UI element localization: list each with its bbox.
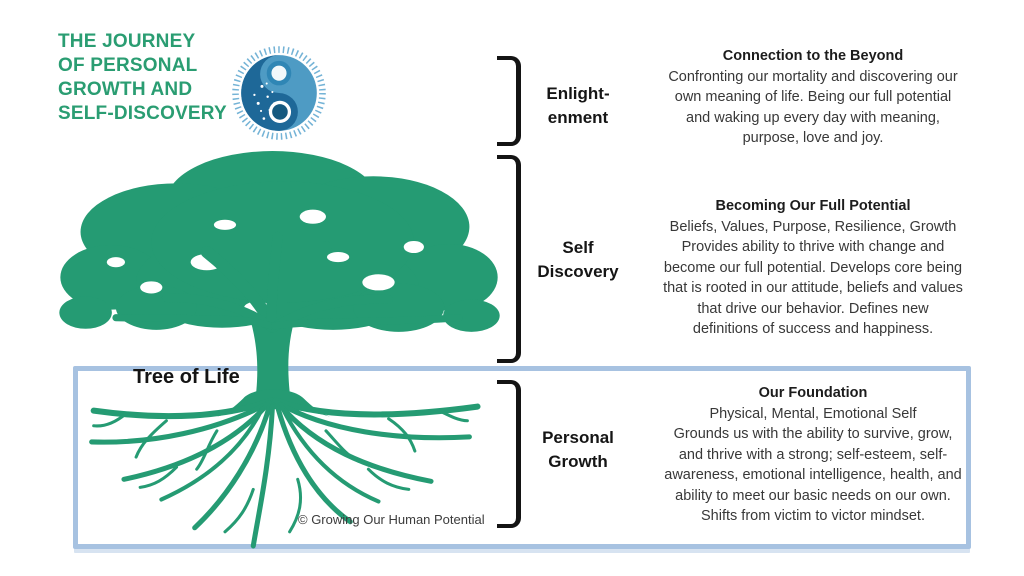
enlightenment-body: Confronting our mortality and discoverin… (668, 68, 958, 147)
personal-growth-text-block: Our Foundation Physical, Mental, Emotion… (622, 383, 1004, 527)
foundation-highlight-box (73, 366, 971, 549)
enlightenment-bracket (497, 56, 521, 146)
self-discovery-text-block: Becoming Our Full Potential Beliefs, Val… (622, 196, 1004, 340)
personal-growth-label: Personal Growth (542, 428, 614, 471)
page-title: THE JOURNEY OF PERSONAL GROWTH AND SELF-… (58, 31, 227, 124)
tree-of-life-label: Tree of Life (133, 366, 240, 388)
personal-growth-bracket (497, 380, 521, 528)
personal-growth-body: Physical, Mental, Emotional Self Grounds… (664, 405, 962, 525)
yin-yang-sun-icon (232, 46, 326, 140)
copyright-note: © Growing Our Human Potential (298, 512, 485, 527)
enlightenment-heading: Connection to the Beyond (722, 48, 904, 64)
self-discovery-body: Beliefs, Values, Purpose, Resilience, Gr… (663, 218, 963, 338)
self-discovery-bracket (497, 155, 521, 363)
self-discovery-heading: Becoming Our Full Potential (715, 198, 911, 214)
self-discovery-label: Self Discovery (537, 238, 619, 281)
enlightenment-text-block: Connection to the Beyond Confronting our… (622, 46, 1004, 149)
tree-of-life-illustration (59, 151, 500, 549)
enlightenment-label: Enlight- enment (546, 84, 610, 127)
personal-growth-heading: Our Foundation (758, 385, 868, 401)
